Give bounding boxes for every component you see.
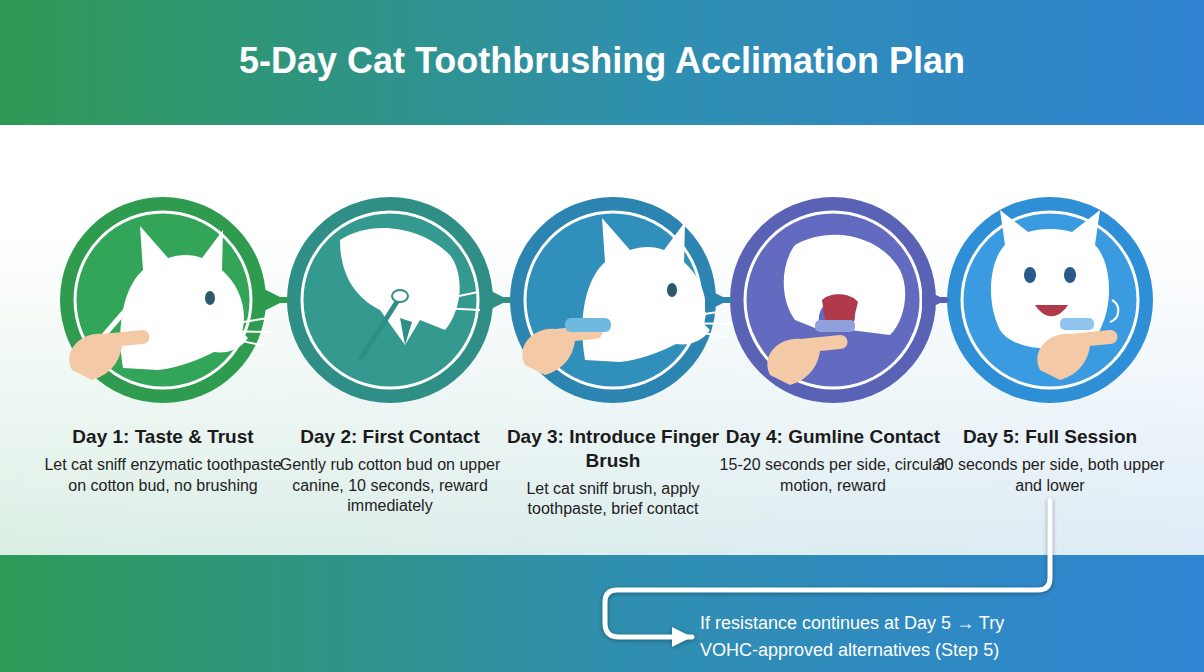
step-description: Let cat sniff enzymatic toothpaste on co… xyxy=(38,455,288,497)
step-description: 30 seconds per side, both upper and lowe… xyxy=(925,455,1175,497)
step-circle xyxy=(287,197,493,403)
step-circle xyxy=(730,197,936,403)
step-node: Day 5: Full Session 30 seconds per side, … xyxy=(925,197,1175,496)
step-description: Gently rub cotton bud on upper canine, 1… xyxy=(265,455,515,517)
step-description: Let cat sniff brush, apply toothpaste, b… xyxy=(488,479,738,521)
step-heading: Day 1: Taste & Trust xyxy=(38,425,288,449)
step-node: Day 4: Gumline Contact 15-20 seconds per … xyxy=(708,197,958,496)
flow-arrow xyxy=(717,297,729,303)
step-heading: Day 3: Introduce Finger Brush xyxy=(488,425,738,473)
step-circle-area xyxy=(510,197,716,403)
step-circle-area xyxy=(60,197,266,403)
flow-arrow xyxy=(937,297,946,303)
step-heading: Day 5: Full Session xyxy=(925,425,1175,449)
step-circle-area xyxy=(730,197,936,403)
step-circle xyxy=(510,197,732,403)
step-circle xyxy=(947,197,1153,403)
title: 5-Day Cat Toothbrushing Acclimation Plan xyxy=(0,40,1204,82)
step-heading: Day 4: Gumline Contact xyxy=(708,425,958,449)
step-node: Day 2: First ContactGently rub cotton bu… xyxy=(265,197,515,517)
step-circle-area xyxy=(287,197,493,403)
step-circle xyxy=(60,197,270,403)
step-circle-area xyxy=(947,197,1153,403)
step-description: 15-20 seconds per side, circular motion,… xyxy=(708,455,958,497)
step-node: Day 1: Taste & TrustLet cat sniff enzyma… xyxy=(38,197,288,496)
flow-arrow xyxy=(267,297,286,303)
step-node: Day 3: Introduce Finger BrushLet cat sni… xyxy=(488,197,738,520)
fallback-note: If resistance continues at Day 5 → Try V… xyxy=(700,610,1060,664)
step-heading: Day 2: First Contact xyxy=(265,425,515,449)
flow-arrow xyxy=(494,297,509,303)
note-node: If resistance continues at Day 5 → Try V… xyxy=(700,610,1060,664)
footer-band xyxy=(0,555,1204,672)
